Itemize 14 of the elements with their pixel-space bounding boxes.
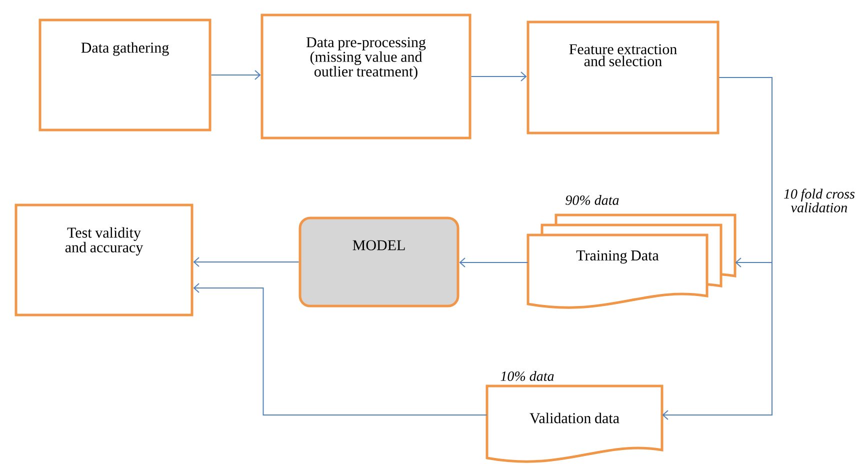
process-box: Feature extraction and selection [526, 20, 720, 134]
arrow [470, 72, 527, 82]
arrow [662, 77, 772, 420]
edge-label: 10 fold cross validation [774, 188, 864, 214]
process-box: Test validity and accuracy [14, 204, 194, 316]
arrow [459, 258, 528, 268]
data-share-label: 10% data [500, 371, 554, 381]
arrow [193, 257, 300, 267]
arrow [210, 70, 261, 80]
arrow [193, 283, 488, 416]
data-share-label: 90% data [566, 195, 619, 205]
process-box: Data gathering [38, 18, 212, 132]
process-box: Data pre-processing (missing value and outlier treatment) [260, 14, 472, 140]
model-box: MODEL [298, 216, 460, 308]
